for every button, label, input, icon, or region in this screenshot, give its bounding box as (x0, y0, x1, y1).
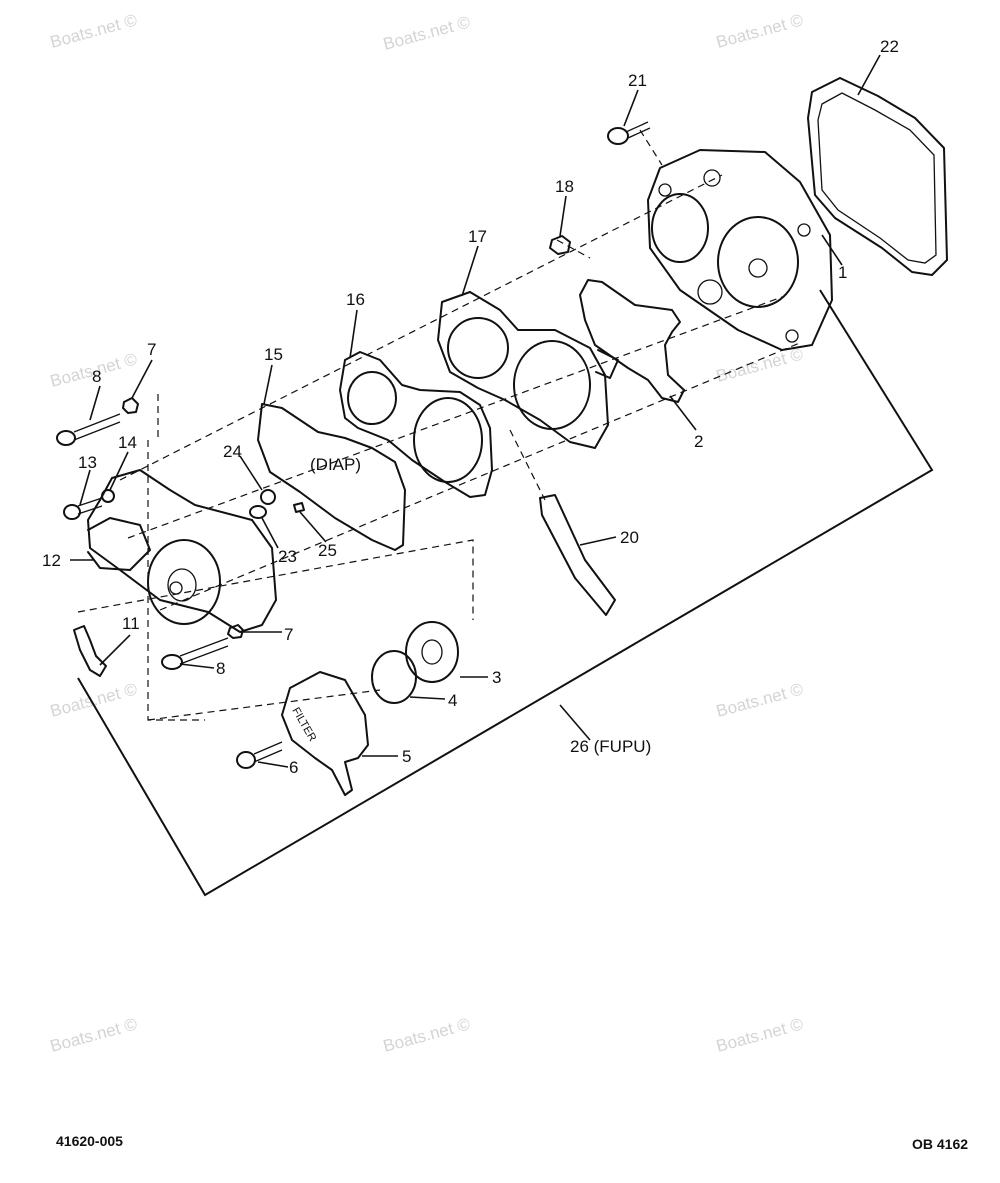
retainer-23 (249, 505, 267, 519)
label-21: 21 (628, 71, 647, 90)
filter-screen-4 (371, 650, 417, 704)
label-22: 22 (880, 37, 899, 56)
fitting-11 (73, 625, 107, 677)
label-25: 25 (318, 541, 337, 560)
label-4: 4 (448, 691, 457, 710)
pump-housing (437, 291, 619, 449)
label-24: 24 (223, 442, 242, 461)
watermark: Boats.net © (381, 12, 472, 54)
label-14: 14 (118, 433, 137, 452)
watermark: Boats.net © (714, 10, 805, 52)
label-7-top: 7 (147, 340, 156, 359)
label-15: 15 (264, 345, 283, 364)
label-7-bottom: 7 (284, 625, 293, 644)
label-17: 17 (468, 227, 487, 246)
filter-text: FILTER (289, 706, 318, 744)
label-11: 11 (122, 614, 140, 633)
figure-code: OB 4162 (912, 1136, 969, 1152)
screw-8-bottom (161, 637, 229, 670)
label-12: 12 (42, 551, 61, 570)
watermark: Boats.net © (714, 1014, 805, 1056)
screw-21 (607, 121, 651, 145)
label-20: 20 (620, 528, 639, 547)
nut-18 (549, 235, 571, 255)
fuel-hose (539, 494, 616, 616)
diaphragm (257, 403, 406, 551)
watermark: Boats.net © (714, 679, 805, 721)
label-23: 23 (278, 547, 297, 566)
pump-base (87, 469, 277, 633)
label-13: 13 (78, 453, 97, 472)
watermark: Boats.net © (714, 344, 805, 386)
label-2: 2 (694, 432, 703, 451)
label-diap: (DIAP) (310, 455, 361, 474)
watermark: Boats.net © (381, 1014, 472, 1056)
watermark: Boats.net © (48, 1014, 139, 1056)
label-3: 3 (492, 668, 501, 687)
label-1: 1 (838, 263, 847, 282)
drawing-reference-number: 41620-005 (56, 1133, 123, 1149)
screw-6 (236, 741, 283, 769)
nut-7-top (122, 397, 139, 414)
gasket-cover (807, 77, 948, 276)
valve-plate-3 (405, 621, 459, 683)
label-fupu: 26 (FUPU) (570, 737, 651, 756)
assembly-frame (77, 289, 934, 897)
label-5: 5 (402, 747, 411, 766)
watermarks: Boats.net © Boats.net © Boats.net © Boat… (48, 10, 805, 1056)
watermark: Boats.net © (48, 679, 139, 721)
part-labels: 22 21 18 17 16 15 1 2 20 8 7 14 13 12 11… (42, 37, 899, 777)
diaphragm-gasket (339, 351, 493, 498)
washer-24 (260, 489, 276, 505)
nut-14 (101, 489, 115, 503)
valve-gasket (579, 279, 685, 403)
screw-8-top (56, 413, 121, 446)
label-8-bottom: 8 (216, 659, 225, 678)
pump-body (647, 149, 833, 351)
screw-13 (63, 497, 103, 520)
watermark: Boats.net © (48, 10, 139, 52)
label-8-top: 8 (92, 367, 101, 386)
alignment-lines (77, 129, 803, 721)
label-18: 18 (555, 177, 574, 196)
screw-25 (293, 502, 305, 513)
leader-lines (70, 54, 881, 768)
nut-7-bottom (227, 624, 244, 639)
label-6: 6 (289, 758, 298, 777)
label-16: 16 (346, 290, 365, 309)
